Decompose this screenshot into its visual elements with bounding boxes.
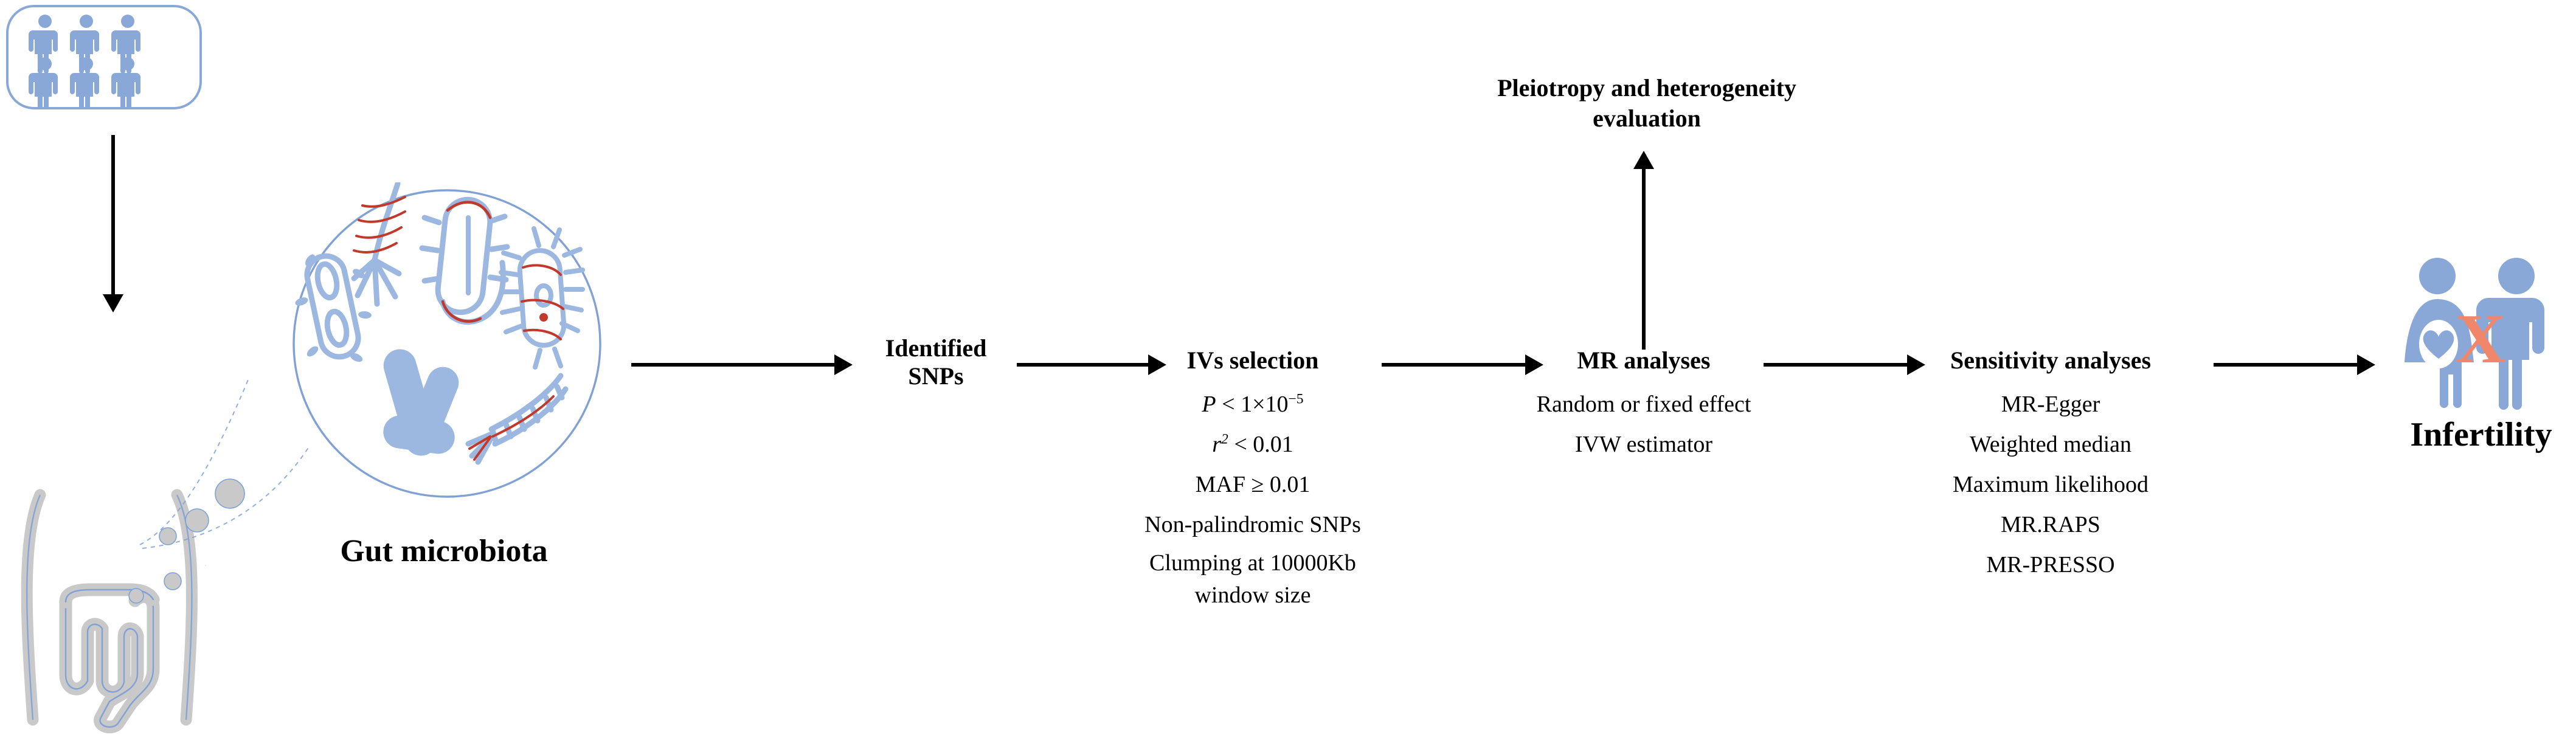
arrow-gut-to-snps-head bbox=[834, 354, 853, 375]
sensitivity-method-mr-egger: MR-Egger bbox=[2001, 392, 2100, 417]
sensitivity-method-weighted-median: Weighted median bbox=[1969, 432, 2132, 457]
population-cohort-box bbox=[6, 5, 202, 116]
ivs-criterion-pvalue: P < 1×10−5 bbox=[1202, 391, 1304, 417]
arrow-mr-to-pleiotropy-head bbox=[1633, 151, 1654, 169]
ivs-criterion-window-size: window size bbox=[1194, 582, 1311, 608]
arrow-snps-to-ivs bbox=[1017, 363, 1149, 367]
infertility-cross-icon: X bbox=[2455, 300, 2506, 378]
population-people-icons bbox=[29, 15, 140, 116]
sensitivity-method-mr-raps: MR.RAPS bbox=[2001, 512, 2100, 537]
sensitivity-method-mr-presso: MR-PRESSO bbox=[1986, 552, 2115, 578]
stage-ivs-selection-title: IVs selection bbox=[1186, 347, 1319, 374]
intestine-illustration bbox=[21, 489, 206, 734]
sensitivity-method-maximum-likelihood: Maximum likelihood bbox=[1953, 472, 2148, 497]
stage-mr-analyses: MR analyses Random or fixed effect IVW e… bbox=[1502, 347, 1785, 464]
arrow-sensitivity-to-infertility bbox=[2214, 363, 2358, 367]
bacteria-rod-dots bbox=[304, 253, 361, 360]
pleiotropy-heading-line-1: Pleiotropy and heterogeneity bbox=[1497, 74, 1796, 102]
stage-mr-analyses-title: MR analyses bbox=[1577, 347, 1711, 374]
gut-microbiota-caption: Gut microbiota bbox=[340, 534, 548, 568]
stage-ivs-selection: IVs selection P < 1×10−5 r2 < 0.01 MAF ≥… bbox=[1089, 347, 1417, 609]
pleiotropy-heading-line-2: evaluation bbox=[1593, 105, 1701, 132]
arrow-population-to-gut-head bbox=[103, 294, 123, 312]
infertility-label: Infertility bbox=[2410, 416, 2552, 454]
man-icon bbox=[2476, 258, 2544, 410]
ivs-criterion-palindromic: Non-palindromic SNPs bbox=[1144, 512, 1361, 537]
ivs-criterion-maf: MAF ≥ 0.01 bbox=[1195, 472, 1311, 497]
bacteria-ciliated bbox=[499, 226, 585, 370]
gut-microbiota-magnified-circle bbox=[293, 182, 601, 498]
ivs-criterion-r2: r2 < 0.01 bbox=[1212, 431, 1293, 457]
ivs-criterion-clumping: Clumping at 10000Kb bbox=[1149, 550, 1356, 576]
bacteria-blob-cluster bbox=[383, 349, 459, 456]
arrow-mr-to-pleiotropy bbox=[1642, 167, 1646, 350]
stage-identified-snps-title-line-2: SNPs bbox=[908, 362, 964, 390]
arrow-mr-to-sensitivity bbox=[1764, 363, 1908, 367]
stage-sensitivity-analyses: Sensitivity analyses MR-Egger Weighted m… bbox=[1883, 347, 2218, 585]
heart-icon bbox=[2423, 330, 2454, 359]
stage-identified-snps-title-line-1: Identified bbox=[885, 334, 987, 362]
arrow-mr-to-sensitivity-head bbox=[1907, 354, 1925, 375]
stage-identified-snps: Identified SNPs bbox=[856, 334, 1016, 390]
mr-method-random-fixed: Random or fixed effect bbox=[1536, 392, 1751, 417]
stage-sensitivity-analyses-title: Sensitivity analyses bbox=[1950, 347, 2152, 374]
mr-method-ivw: IVW estimator bbox=[1574, 432, 1713, 457]
couple-infertility-icon: X bbox=[2405, 258, 2544, 410]
magnifier-connector-lines bbox=[139, 376, 311, 549]
arrow-ivs-to-mr-head bbox=[1525, 354, 1543, 375]
arrow-population-to-gut bbox=[111, 135, 115, 298]
arrow-snps-to-ivs-head bbox=[1148, 354, 1166, 375]
arrow-gut-to-snps bbox=[631, 363, 836, 367]
arrow-sensitivity-to-infertility-head bbox=[2357, 354, 2375, 375]
pleiotropy-heterogeneity-heading: Pleiotropy and heterogeneity evaluation bbox=[1464, 73, 1829, 134]
arrow-ivs-to-mr bbox=[1382, 363, 1526, 367]
